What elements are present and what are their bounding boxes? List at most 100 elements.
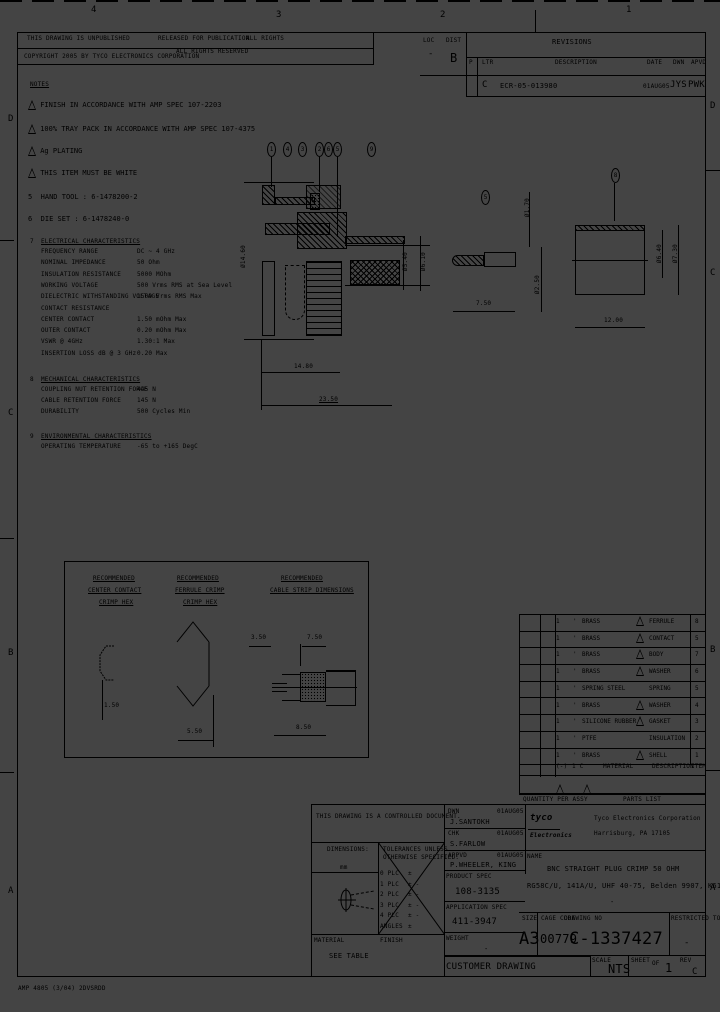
part-material: BRASS: [582, 701, 601, 709]
part-description: BODY: [649, 651, 664, 659]
part-item: 4: [695, 701, 699, 709]
electrical-value: 1.30:1 Max: [137, 338, 176, 346]
unpublished-text: THIS DRAWING IS UNPUBLISHED: [27, 35, 130, 42]
mechanical-value: 145 N: [137, 397, 157, 404]
dim-overall-dia: Ø14.60: [240, 245, 247, 268]
electrical-value: 0.20 Max: [137, 349, 168, 357]
zone-1: 1: [626, 5, 632, 15]
zone-d-right: D: [710, 101, 716, 111]
part-dot: ': [573, 651, 577, 659]
part-dot: ': [573, 751, 577, 759]
rev-col-date: DATE: [647, 59, 663, 66]
contact-pin: [452, 255, 484, 266]
divider: [444, 955, 590, 957]
divider: [444, 932, 525, 933]
dim-cable-dia-a: Ø5.40: [402, 252, 409, 272]
mechanical-label: CABLE RETENTION FORCE: [41, 397, 122, 404]
mechanical-num: 8: [30, 376, 34, 383]
part-item: 5: [695, 684, 699, 692]
rev-label: REV: [680, 957, 692, 964]
balloon-3: 3: [298, 142, 307, 157]
divider: [378, 842, 379, 935]
flag-icon: [636, 649, 644, 660]
notes-title: NOTES: [30, 81, 50, 88]
tolerance-label: 0 PLC: [380, 870, 400, 877]
divider: [420, 75, 466, 76]
parts-list-label: PARTS LIST: [623, 796, 662, 803]
electrical-label: CENTER CONTACT: [41, 315, 95, 323]
part-material: BRASS: [582, 668, 601, 676]
finish-label: FINISH: [380, 937, 403, 944]
rec-ferrule-title-3: CRIMP HEX: [183, 599, 218, 606]
dim-line: [529, 192, 530, 247]
contact-dim-bottom: Ø2.50: [534, 275, 541, 295]
part-qty: 1: [556, 634, 560, 642]
divider: [519, 912, 706, 913]
part-dot: ': [573, 668, 577, 676]
note-6: 6 DIE SET : 6-1478240-0: [28, 215, 129, 223]
dim-line: [662, 230, 663, 278]
part-dot: ': [573, 634, 577, 642]
note-text: DIE SET : 6-1478240-0: [40, 215, 130, 223]
zone-tick: [706, 170, 720, 171]
balloon-1: 1: [267, 142, 276, 157]
dim-length-short: 14.80: [294, 363, 314, 370]
flag-icon: [556, 783, 564, 794]
shell-part: [262, 185, 275, 205]
company-name: Tyco Electronics Corporation: [594, 815, 701, 822]
dim-line: [102, 680, 103, 720]
part-description: SPRING: [649, 684, 671, 692]
mechanical-title: MECHANICAL CHARACTERISTICS: [41, 376, 141, 383]
all-rights-reserved: ALL RIGHTS RESERVED: [176, 48, 249, 55]
balloon-6: 6: [324, 142, 333, 157]
weight-value: -: [484, 945, 489, 953]
divider: [444, 850, 706, 851]
dist-value: B: [450, 51, 458, 65]
zone-c-left: C: [8, 408, 14, 418]
part-qty: 1: [556, 718, 560, 726]
dim-line: [244, 182, 314, 183]
material-label: MATERIAL: [314, 937, 345, 944]
env-label: OPERATING TEMPERATURE: [41, 443, 122, 450]
electrical-num: 7: [30, 238, 34, 245]
chk-date: 01AUG05: [497, 830, 524, 837]
extension-line: [261, 340, 262, 410]
restricted-value: -: [684, 938, 690, 948]
electrical-label: VSWR @ 4GHz: [41, 338, 83, 346]
contact-barrel: [484, 252, 516, 267]
strip-line: [282, 700, 300, 701]
rev-apvd: PWK: [688, 80, 705, 90]
ferrule-hex-icon: [176, 621, 210, 707]
part-dot: ': [573, 618, 577, 625]
electrical-label: INSULATION RESISTANCE: [41, 270, 122, 278]
logo-line: [528, 829, 560, 830]
product-spec: 108-3135: [455, 887, 500, 897]
body-part: [297, 212, 347, 249]
part-item: 2: [695, 734, 699, 742]
electrical-title: ELECTRICAL CHARACTERISTICS: [41, 238, 141, 245]
projection-symbol-icon: [338, 888, 375, 912]
company-location: Harrisburg, PA 17105: [594, 830, 671, 837]
part-description: GASKET: [649, 718, 671, 726]
part-item: 3: [695, 718, 699, 726]
dim-line: [403, 240, 404, 290]
revisions-title: REVISIONS: [552, 38, 592, 46]
flag-icon: [28, 168, 36, 178]
divider: [467, 57, 705, 58]
scale-label: SCALE: [592, 957, 612, 964]
mechanical-label: COUPLING NUT RETENTION FORCE: [41, 386, 148, 393]
drawing-number: C-1337427: [569, 929, 663, 949]
ferrule-ribs: [306, 261, 342, 336]
rev-dwn: JYS: [670, 80, 687, 90]
electrical-label: DIELECTRIC WITHSTANDING VOLTAGE: [41, 293, 160, 301]
ferrule-dim-length: 12.00: [604, 317, 624, 324]
tolerance-value: ± -: [408, 912, 420, 919]
sheet-value: 1: [665, 961, 673, 975]
controlled-doc: THIS DRAWING IS A CONTROLLED DOCUMENT.: [316, 813, 461, 820]
part-qty: 1: [556, 651, 560, 659]
name-line-1: BNC STRAIGHT PLUG CRIMP 50 OHM: [547, 865, 680, 873]
